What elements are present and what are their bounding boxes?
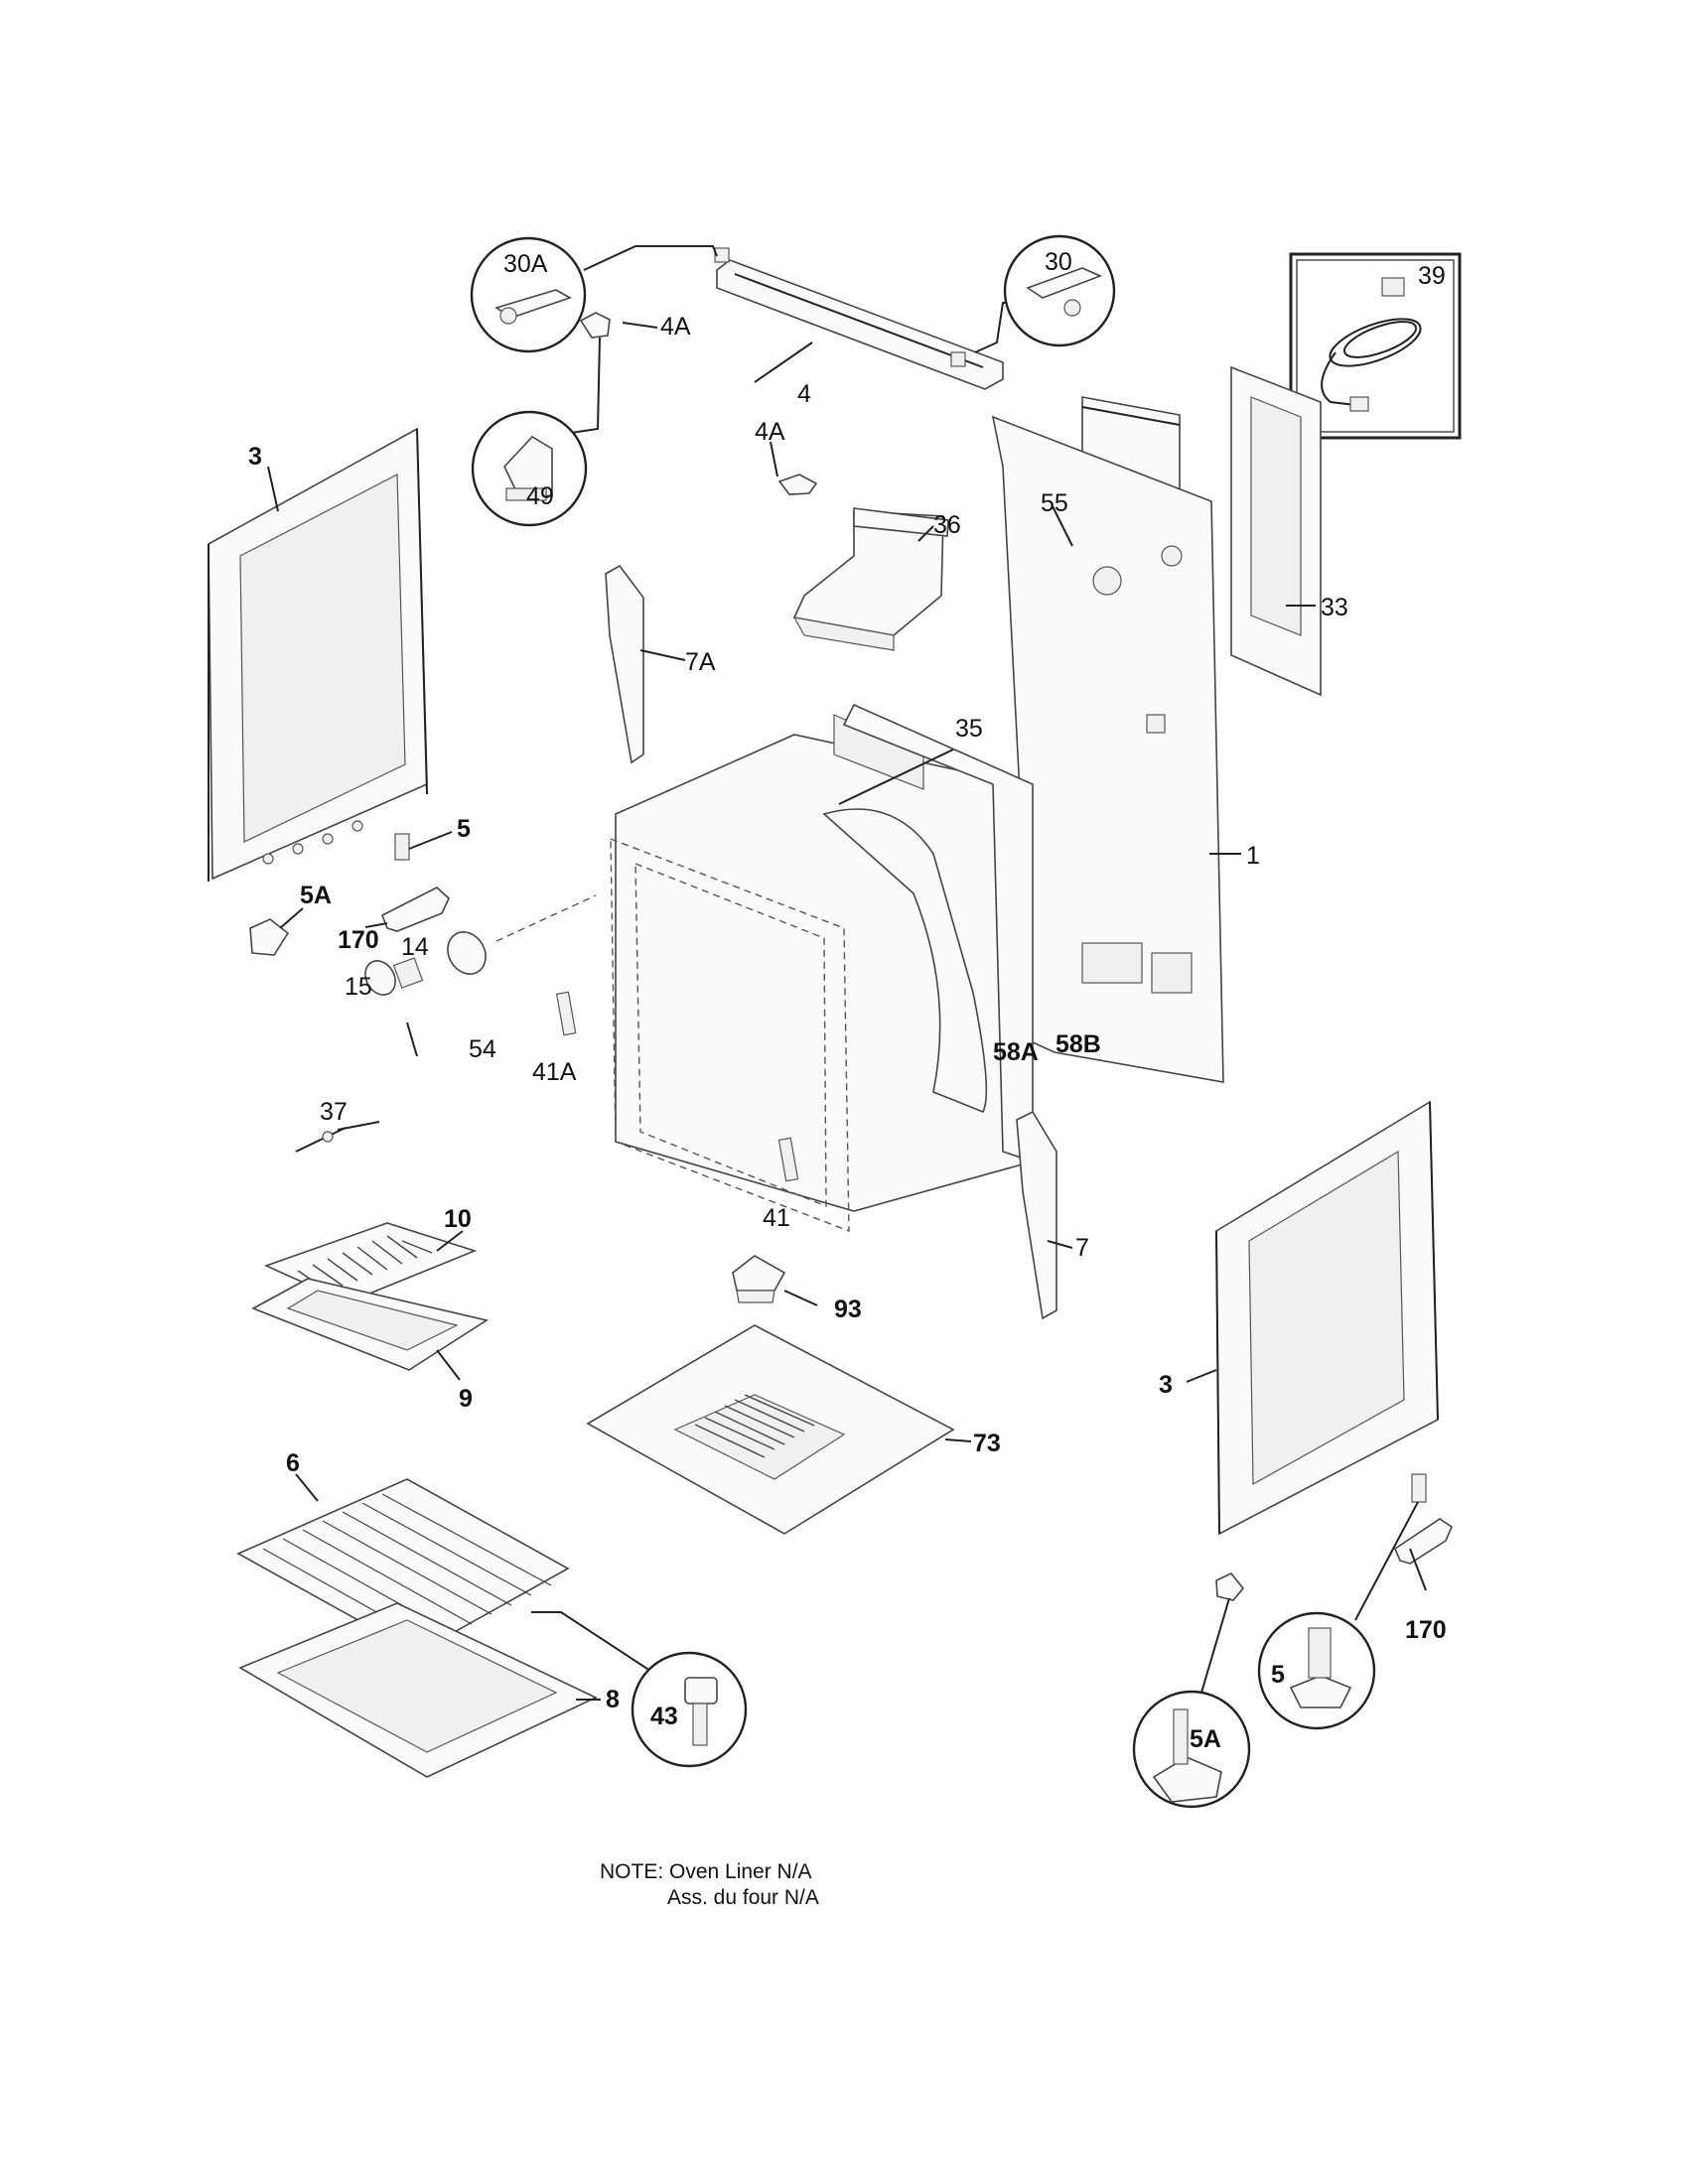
label-73: 73 (973, 1430, 1001, 1457)
label-58A: 58A (993, 1038, 1039, 1066)
label-4A-top: 4A (660, 313, 691, 341)
part-5A-bracket-left (249, 918, 290, 956)
label-41A: 41A (532, 1058, 577, 1086)
label-7A: 7A (685, 648, 716, 676)
part-170-bracket-right (1394, 1518, 1453, 1565)
label-10: 10 (444, 1205, 472, 1233)
part-4A-bracket-mid (777, 474, 818, 495)
part-6-oven-rack (236, 1478, 570, 1654)
part-93-bumper (732, 1255, 786, 1303)
part-3-door-left (208, 427, 428, 882)
label-15: 15 (345, 973, 372, 1001)
label-30A: 30A (503, 250, 548, 278)
oven-cabinet (610, 703, 1034, 1233)
part-7-rack-support (1016, 1110, 1057, 1320)
part-170-bracket-left (380, 887, 450, 932)
top-frame-brace (714, 247, 1004, 390)
part-41-clip (777, 1137, 799, 1182)
label-39: 39 (1418, 262, 1446, 290)
label-5A-right: 5A (1190, 1725, 1221, 1753)
label-7: 7 (1075, 1234, 1089, 1262)
part-9-broiler-pan (251, 1278, 490, 1371)
light-assembly (364, 894, 597, 996)
note: NOTE: Oven Liner N/A Ass. du four N/A (600, 1859, 819, 1911)
label-37: 37 (320, 1098, 348, 1126)
label-9: 9 (459, 1385, 473, 1413)
label-14: 14 (401, 933, 429, 961)
label-93: 93 (834, 1296, 862, 1323)
part-5A-bracket-right (1132, 1572, 1251, 1809)
part-41A-clip (555, 991, 577, 1036)
label-170-right: 170 (1405, 1616, 1447, 1644)
part-33-shield (1230, 365, 1322, 697)
part-8-bottom-tray (238, 1602, 598, 1778)
part-30-callout (974, 234, 1116, 353)
label-58B: 58B (1055, 1030, 1101, 1058)
part-7A-rack-support (605, 564, 644, 764)
part-3-door-right (1215, 1100, 1439, 1536)
part-43-screw-callout (531, 1611, 748, 1768)
label-49: 49 (526, 482, 554, 510)
part-1-back-panel (991, 415, 1224, 1083)
label-35: 35 (955, 715, 983, 743)
label-36: 36 (933, 511, 961, 539)
label-4: 4 (797, 380, 811, 408)
note-line-1: NOTE: Oven Liner N/A (600, 1860, 812, 1883)
label-43: 43 (650, 1703, 678, 1730)
part-36-duct (792, 507, 949, 651)
label-30: 30 (1045, 248, 1072, 276)
label-3-right: 3 (1159, 1371, 1173, 1399)
label-170-left: 170 (338, 926, 379, 954)
part-30A-callout (470, 236, 718, 353)
part-4A-bracket-top (471, 312, 611, 527)
label-1: 1 (1246, 842, 1260, 870)
label-3-left: 3 (248, 443, 262, 471)
label-5A-left: 5A (300, 882, 332, 909)
leader-lines (267, 322, 1427, 1701)
part-5-leg-right (1257, 1473, 1427, 1730)
label-8: 8 (606, 1686, 620, 1713)
label-6: 6 (286, 1449, 300, 1477)
label-41: 41 (763, 1204, 790, 1232)
label-5-left: 5 (457, 815, 471, 843)
note-line-2: Ass. du four N/A (667, 1886, 819, 1909)
part-5-leg-left (394, 831, 453, 861)
label-55: 55 (1041, 489, 1068, 517)
label-33: 33 (1321, 594, 1348, 621)
label-54: 54 (469, 1035, 496, 1063)
label-5-right: 5 (1271, 1661, 1285, 1689)
part-37-sensor (295, 1127, 347, 1153)
part-73-bottom-panel (586, 1324, 955, 1535)
label-4A-mid: 4A (755, 418, 785, 446)
